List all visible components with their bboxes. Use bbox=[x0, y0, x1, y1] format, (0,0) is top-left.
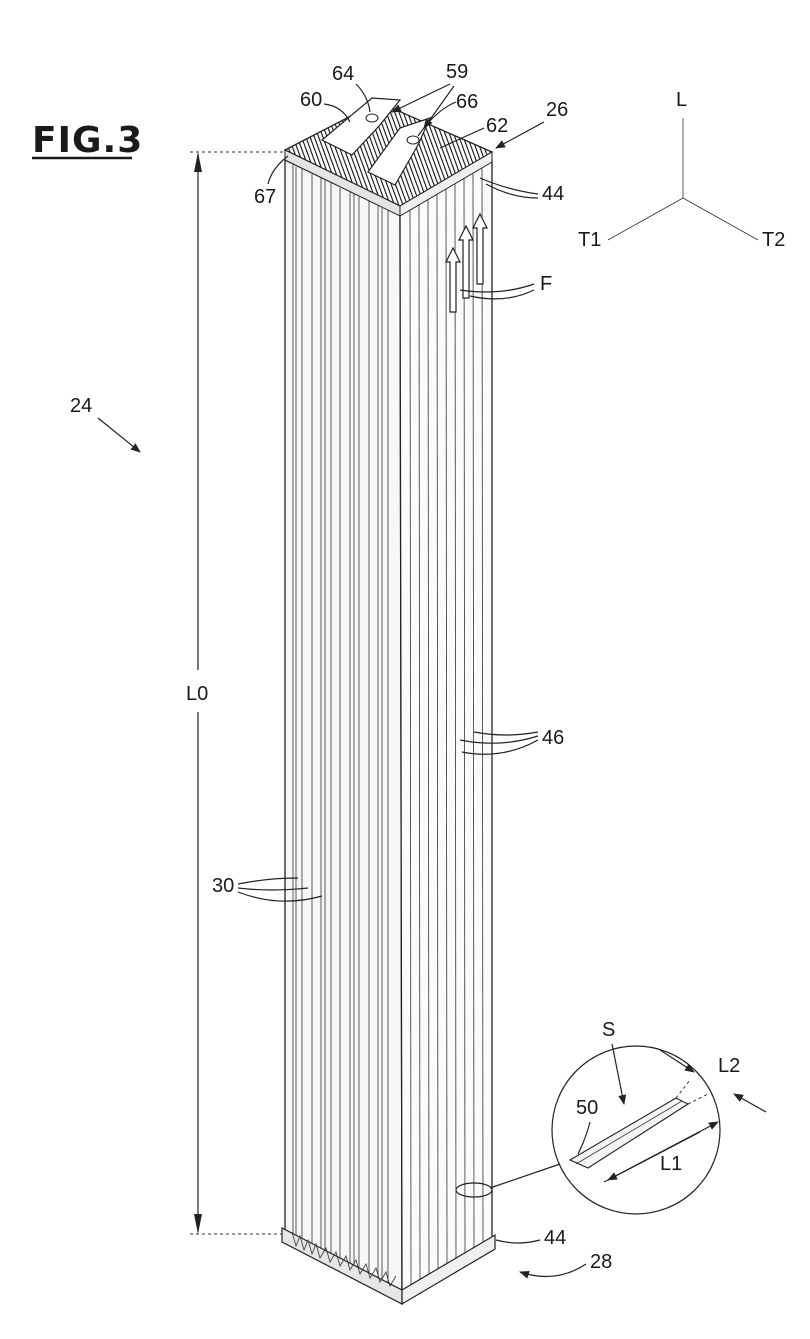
detail-connector bbox=[490, 1164, 560, 1188]
ref-60-label: 60 bbox=[300, 89, 322, 111]
axis-t1-label: T1 bbox=[578, 229, 601, 251]
callout-28: 28 bbox=[520, 1251, 612, 1277]
axis-t1-line bbox=[608, 198, 683, 240]
body-front-face bbox=[285, 160, 402, 1300]
detail-s-arrow bbox=[612, 1044, 624, 1104]
ref-59-label: 59 bbox=[446, 61, 468, 83]
axis-triad: L T1 T2 bbox=[578, 89, 785, 251]
ref-67-label: 67 bbox=[254, 186, 276, 208]
dim-l2-arrow-out bbox=[734, 1094, 766, 1112]
dim-l0-label: L0 bbox=[186, 683, 208, 705]
ref-28-label: 28 bbox=[590, 1251, 612, 1273]
ref-44-bottom-label: 44 bbox=[544, 1227, 566, 1249]
port-64 bbox=[366, 114, 378, 122]
dim-l1-label: L1 bbox=[660, 1153, 682, 1175]
ref-24-label: 24 bbox=[70, 395, 92, 417]
dim-l2-label: L2 bbox=[718, 1055, 740, 1077]
flow-label: F bbox=[540, 273, 552, 295]
figure-title: FIG.3 bbox=[32, 120, 143, 161]
axis-t2-label: T2 bbox=[762, 229, 785, 251]
callout-44-bottom: 44 bbox=[496, 1227, 566, 1249]
ref-50-label: 50 bbox=[576, 1097, 598, 1119]
detail-ext-2 bbox=[688, 1094, 708, 1104]
callout-62: 62 bbox=[440, 115, 508, 148]
ref-28-leader bbox=[520, 1264, 586, 1277]
dim-l2-arrow-in bbox=[660, 1050, 694, 1072]
detail-s-label: S bbox=[602, 1019, 615, 1041]
ref-66-label: 66 bbox=[456, 91, 478, 113]
ref-24-arrow bbox=[98, 418, 140, 452]
callout-67: 67 bbox=[254, 156, 288, 208]
callout-60: 60 bbox=[300, 89, 350, 122]
ref-46-label: 46 bbox=[542, 727, 564, 749]
callout-24: 24 bbox=[70, 395, 140, 452]
ref-59-arrow-a bbox=[392, 84, 450, 112]
ref-44-top-label: 44 bbox=[542, 183, 564, 205]
ref-62-label: 62 bbox=[486, 115, 508, 137]
detail-ext-1 bbox=[676, 1080, 690, 1098]
dim-arrow-bottom bbox=[194, 1214, 202, 1234]
axis-t2-line bbox=[683, 198, 758, 240]
dim-arrow-top bbox=[194, 152, 202, 172]
dimension-l0: L0 bbox=[186, 152, 286, 1234]
ref-64-label: 64 bbox=[332, 63, 354, 85]
detail-s: S 50 L1 L2 bbox=[456, 1019, 766, 1214]
ref-30-label: 30 bbox=[212, 875, 234, 897]
axis-l-label: L bbox=[676, 89, 687, 111]
ref-26-label: 26 bbox=[546, 99, 568, 121]
port-66 bbox=[407, 136, 419, 144]
ref-44-bottom-leader bbox=[496, 1240, 540, 1243]
